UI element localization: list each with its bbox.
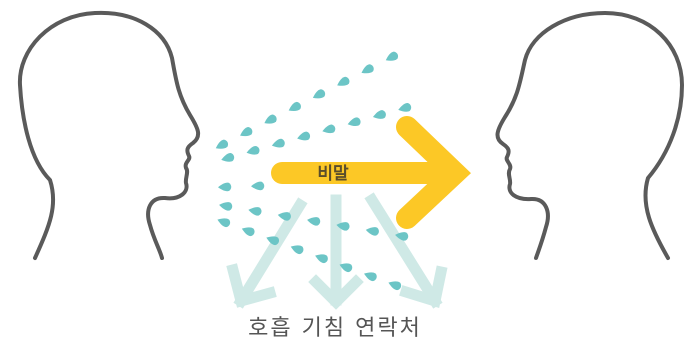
droplet: [248, 207, 262, 216]
droplet: [322, 124, 336, 134]
droplet: [264, 114, 277, 124]
bottom-label: 호흡 기침 연락처: [248, 316, 422, 341]
droplet: [241, 227, 255, 237]
droplet: [307, 217, 321, 226]
droplet: [221, 153, 235, 162]
droplet: [240, 127, 253, 137]
droplet: [337, 76, 350, 86]
droplet: [388, 281, 402, 291]
droplet: [339, 263, 353, 273]
droplet: [277, 212, 291, 221]
droplet: [385, 51, 399, 61]
down-arrow-cough: [308, 194, 364, 310]
droplet: [364, 272, 377, 282]
droplet: [347, 117, 361, 127]
droplet: [251, 181, 265, 191]
droplet: [395, 232, 409, 241]
left-head-outline: [17, 10, 201, 260]
right-head-outline: [495, 11, 684, 260]
main-arrow: [271, 116, 471, 229]
droplet: [215, 139, 229, 149]
droplet: [315, 254, 328, 264]
droplet: [361, 64, 374, 74]
droplet: [288, 101, 301, 112]
droplet: [290, 245, 304, 255]
droplet: [266, 236, 280, 246]
droplet: [398, 103, 412, 112]
droplet: [297, 131, 311, 141]
droplet: [217, 218, 231, 228]
droplet: [271, 138, 285, 148]
droplet: [312, 89, 326, 99]
droplet: [219, 202, 233, 211]
droplet: [365, 227, 379, 236]
down-arrow-contact: [364, 192, 448, 309]
down-arrow-breathing: [226, 197, 308, 309]
droplet: [336, 222, 350, 231]
droplet: [246, 145, 260, 155]
arrow-label: 비말: [317, 163, 349, 184]
droplet: [372, 110, 386, 119]
droplets-group: [215, 51, 412, 291]
droplet: [218, 182, 232, 192]
